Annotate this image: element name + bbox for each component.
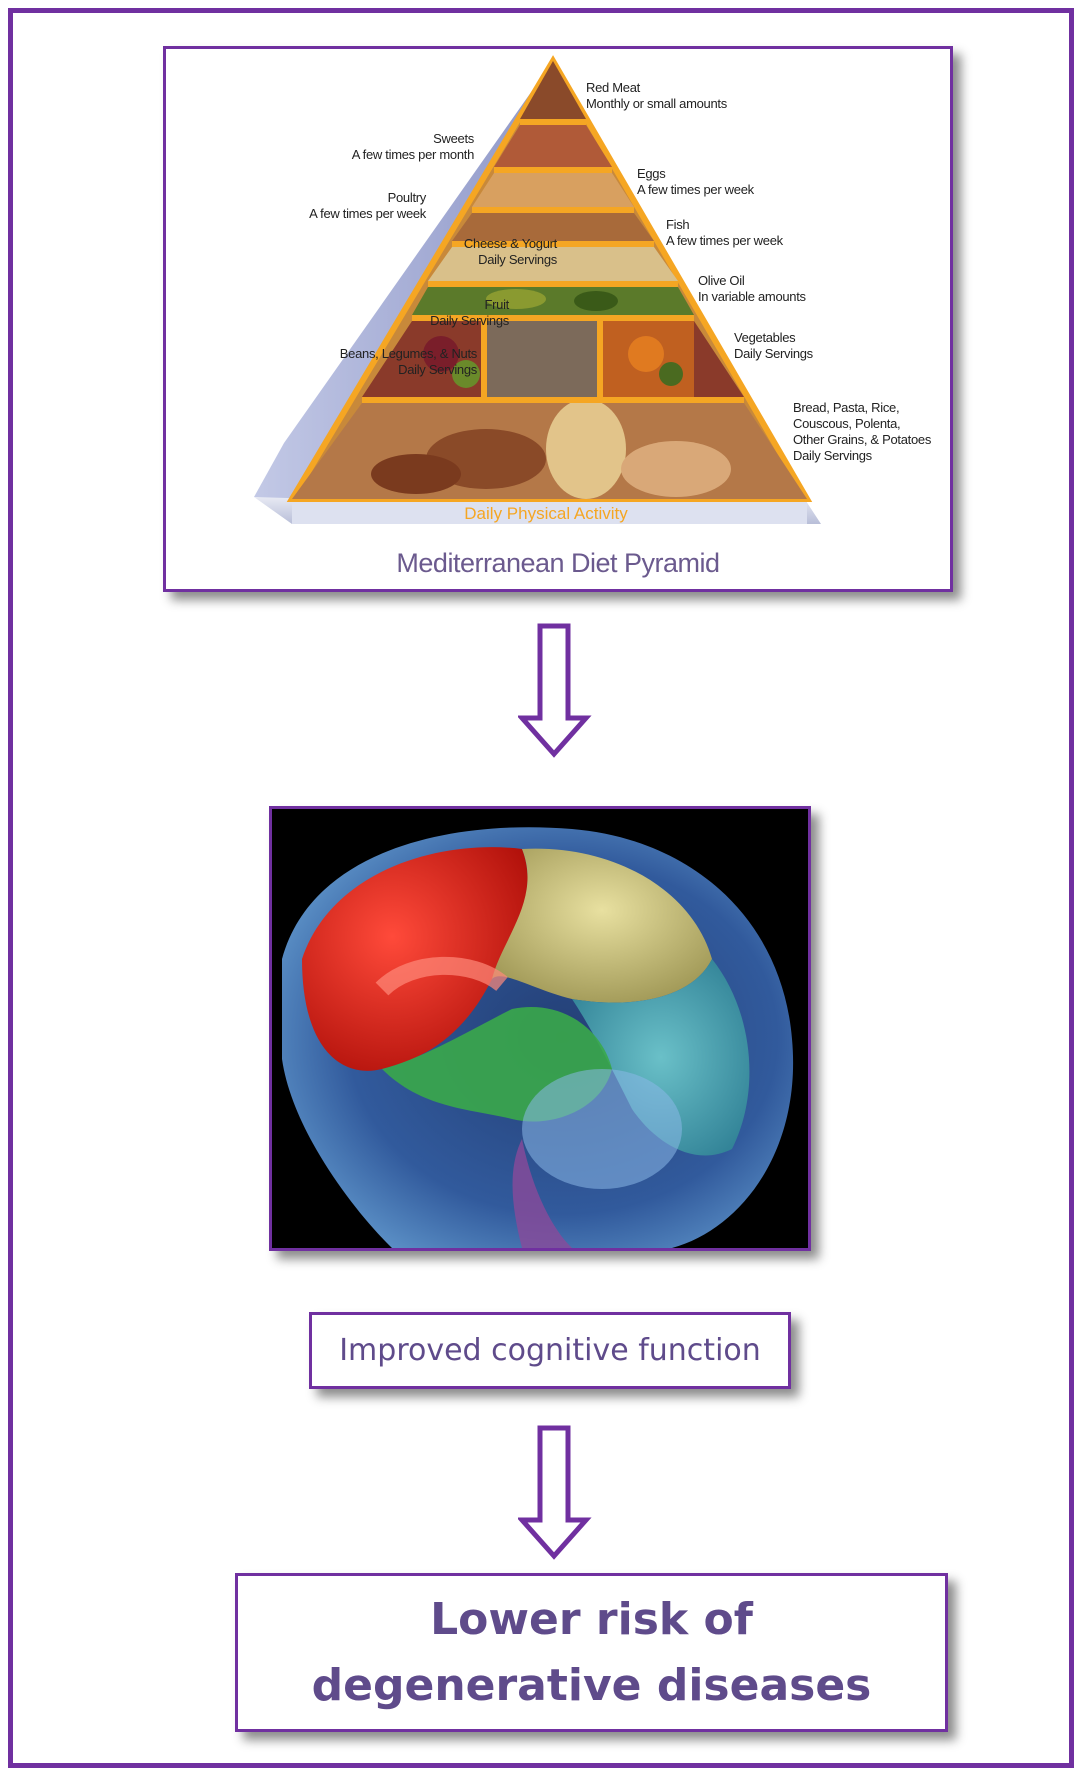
down-arrow-2 bbox=[518, 1425, 592, 1560]
label-bread-grains: Bread, Pasta, Rice, Couscous, Polenta, O… bbox=[793, 400, 932, 463]
pyramid-caption: Mediterranean Diet Pyramid bbox=[396, 548, 720, 578]
outcome-lower-risk: Lower risk of degenerative diseases bbox=[235, 1573, 948, 1732]
label-fish: Fish A few times per week bbox=[666, 217, 783, 248]
brain-image bbox=[269, 806, 811, 1251]
pyramid-graphic: Daily Physical Activity bbox=[254, 55, 821, 524]
label-vegetables: Vegetables Daily Servings bbox=[734, 330, 813, 361]
down-arrow-1 bbox=[518, 623, 592, 758]
label-eggs: Eggs A few times per week bbox=[637, 166, 754, 197]
label-cheese-yogurt: Cheese & Yogurt Daily Servings bbox=[463, 236, 557, 267]
brain-graphic bbox=[272, 809, 808, 1248]
label-beans-legumes-nuts: Beans, Legumes, & Nuts Daily Servings bbox=[339, 346, 478, 377]
label-poultry: Poultry A few times per week bbox=[309, 190, 426, 221]
label-olive-oil: Olive Oil In variable amounts bbox=[698, 273, 806, 304]
outcome-cognitive-function: Improved cognitive function bbox=[309, 1312, 791, 1389]
label-fruit: Fruit Daily Servings bbox=[430, 297, 509, 328]
activity-band-label: Daily Physical Activity bbox=[464, 504, 628, 523]
diet-pyramid-panel: Daily Physical Activity Red Meat Monthly… bbox=[163, 46, 953, 592]
label-sweets: Sweets A few times per month bbox=[351, 131, 475, 162]
label-red-meat: Red Meat Monthly or small amounts bbox=[586, 80, 727, 111]
